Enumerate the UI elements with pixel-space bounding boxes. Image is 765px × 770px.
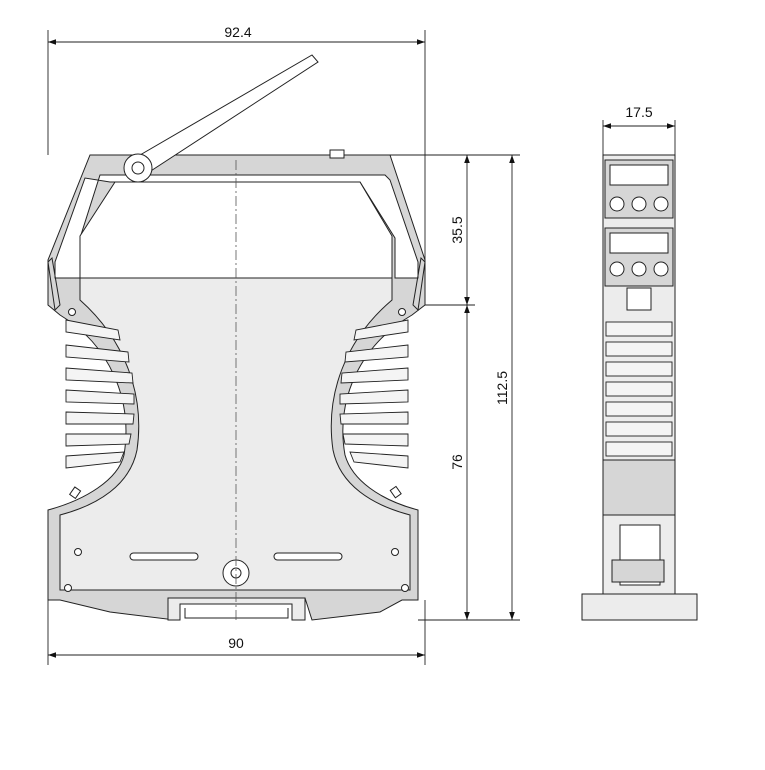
hole-bottom-left xyxy=(65,585,72,592)
dim-label-92-4: 92.4 xyxy=(224,24,251,40)
front-view xyxy=(48,55,425,620)
side-rail xyxy=(582,594,697,620)
side-lower-body xyxy=(603,460,675,515)
mark-right xyxy=(390,486,401,497)
dim-label-76: 76 xyxy=(449,454,465,470)
side-view xyxy=(582,155,697,620)
mark-left xyxy=(70,487,81,498)
hole-top-right xyxy=(399,309,406,316)
rail-clip xyxy=(168,598,305,620)
dim-label-112-5: 112.5 xyxy=(494,371,510,405)
top-notch xyxy=(330,150,344,158)
hole-mid-right xyxy=(392,549,399,556)
side-connector xyxy=(627,288,651,310)
dim-label-35-5: 35.5 xyxy=(449,216,465,243)
slot-left xyxy=(130,553,198,560)
dim-label-17-5: 17.5 xyxy=(625,104,652,120)
hole-top-left xyxy=(69,309,76,316)
slot-right xyxy=(274,553,342,560)
hole-mid-left xyxy=(75,549,82,556)
hole-bottom-right xyxy=(402,585,409,592)
dim-label-90: 90 xyxy=(228,635,244,651)
side-fins xyxy=(606,322,672,456)
